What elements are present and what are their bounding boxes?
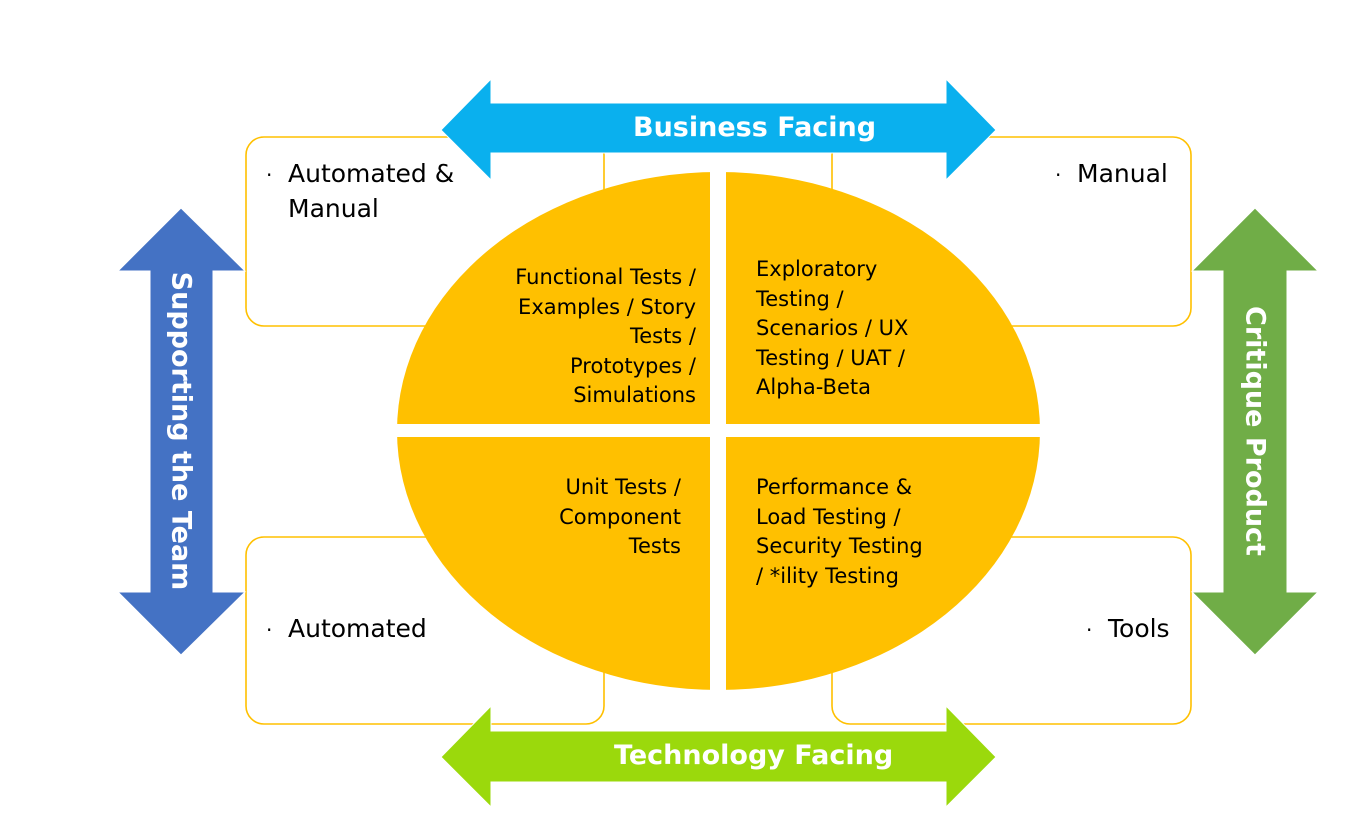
bullet-icon: · <box>266 618 273 642</box>
bullet-icon: · <box>266 163 273 187</box>
box-top-right-text: · Manual <box>1055 157 1168 192</box>
business-facing-label: Business Facing <box>633 112 877 143</box>
box-top-left-line2: Manual <box>288 194 379 223</box>
box-top-left-text: · Automated & Manual <box>266 157 454 225</box>
critique-product-label: Critique Product <box>1239 306 1271 556</box>
box-top-right-label: Manual <box>1077 159 1168 188</box>
quadrant-ellipse <box>397 172 1040 690</box>
supporting-the-team-label: Supporting the Team <box>165 271 197 591</box>
box-bottom-left-text: · Automated <box>266 612 427 647</box>
supporting-the-team-arrow <box>116 207 247 656</box>
technology-facing-label: Technology Facing <box>614 740 894 771</box>
box-bottom-right-label: Tools <box>1108 614 1170 643</box>
bullet-icon: · <box>1086 618 1093 642</box>
bullet-icon: · <box>1055 163 1062 187</box>
technology-facing-arrow <box>440 704 997 809</box>
quadrant-top-left-text: Functional Tests / Examples / Story Test… <box>515 265 696 407</box>
box-bottom-right-text: · Tools <box>1086 612 1170 647</box>
quadrant-top-right-text: Exploratory Testing / Scenarios / UX Tes… <box>756 257 909 399</box>
box-bottom-left-label: Automated <box>288 614 427 643</box>
quadrant-bottom-right-text: Performance & Load Testing / Security Te… <box>756 475 923 588</box>
quadrant-bottom-left-text: Unit Tests / Component Tests <box>559 475 681 558</box>
box-top-left-line1: Automated & <box>288 159 455 188</box>
critique-product-arrow <box>1190 207 1320 656</box>
business-facing-arrow <box>440 77 997 182</box>
